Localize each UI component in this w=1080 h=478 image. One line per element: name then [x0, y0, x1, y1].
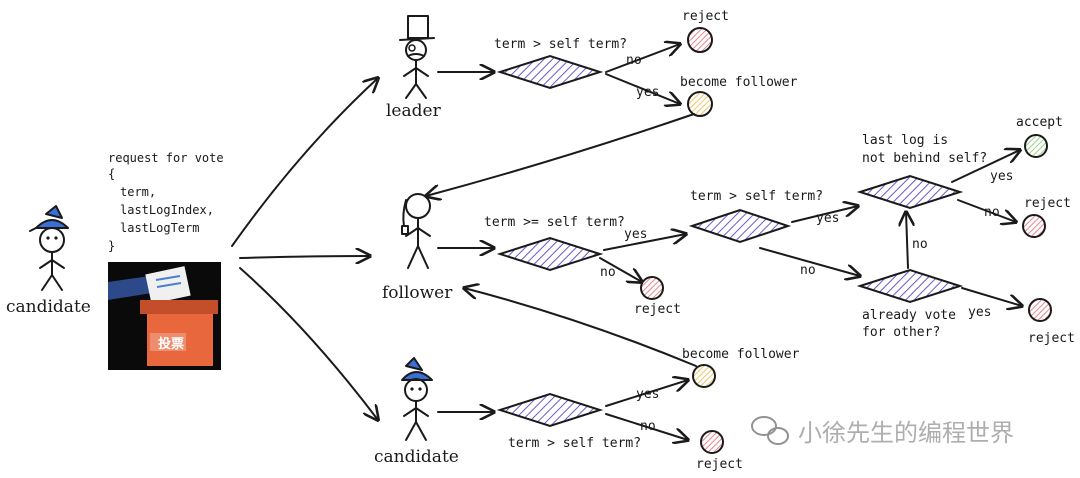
candidate-edge-yes: yes — [636, 387, 659, 402]
request-close-brace: } — [108, 239, 115, 253]
candidate-question: term > self term? — [508, 436, 641, 451]
follower-q3-yes-outcome: accept — [1016, 115, 1063, 130]
role-label-candidate-left: candidate — [6, 297, 91, 317]
request-title: request for vote — [108, 151, 224, 165]
follower-question-4-line1: already vote — [862, 308, 956, 323]
follower-q3-yes: yes — [990, 169, 1013, 184]
leader-outcome-no: reject — [682, 9, 729, 24]
candidate-decision-diamond — [496, 392, 604, 428]
leader-reject-node — [687, 27, 713, 53]
main-arrows — [231, 78, 378, 420]
leader-branch: term > self term? no yes reject become f… — [426, 9, 798, 196]
follower-decision-1 — [496, 236, 604, 272]
ballot-box-image: 投票 — [108, 262, 221, 370]
follower-branch: term >= self term? yes no reject term > … — [437, 115, 1075, 346]
request-field-last-log-term: lastLogTerm — [120, 221, 199, 235]
follower-q1-no-outcome: reject — [634, 302, 681, 317]
candidate-figure-bottom — [401, 357, 433, 441]
leader-figure — [399, 15, 435, 99]
leader-outcome-yes: become follower — [680, 75, 798, 90]
leader-question: term > self term? — [494, 37, 627, 52]
candidate-branch: term > self term? yes no become follower… — [437, 288, 800, 472]
follower-decision-4 — [856, 268, 964, 304]
role-label-follower: follower — [382, 283, 453, 303]
follower-q3-reject-node — [1022, 214, 1046, 238]
leader-become-follower-node — [687, 91, 713, 117]
follower-q4-reject-node — [1028, 298, 1052, 322]
leader-decision-diamond — [496, 54, 604, 90]
follower-question-1: term >= self term? — [484, 215, 625, 230]
follower-q3-no-outcome: reject — [1024, 196, 1071, 211]
follower-question-4-line2: for other? — [862, 325, 940, 340]
follower-q1-no: no — [600, 265, 616, 280]
follower-q1-yes: yes — [624, 227, 647, 242]
follower-q2-no: no — [800, 263, 816, 278]
candidate-reject-node — [700, 430, 724, 454]
candidate-become-follower-node — [692, 364, 716, 388]
wechat-icon — [751, 416, 789, 445]
follower-question-3-line1: last log is — [862, 133, 948, 148]
follower-accept-node — [1024, 134, 1048, 158]
request-field-last-log-index: lastLogIndex, — [120, 203, 214, 217]
role-label-leader: leader — [386, 101, 442, 121]
follower-q4-yes-outcome: reject — [1028, 331, 1075, 346]
follower-figure — [401, 193, 431, 269]
request-open-brace: { — [108, 167, 115, 181]
leader-edge-no: no — [626, 53, 642, 68]
follower-decision-2 — [688, 208, 792, 244]
role-label-candidate-bottom: candidate — [374, 447, 459, 467]
follower-q4-no: no — [912, 237, 928, 252]
request-field-term: term, — [120, 185, 156, 199]
follower-question-3-line2: not behind self? — [862, 151, 987, 166]
watermark: 小徐先生的编程世界 — [751, 416, 1014, 447]
candidate-figure-left — [29, 205, 69, 291]
candidate-outcome-yes: become follower — [682, 347, 800, 362]
candidate-edge-no: no — [640, 419, 656, 434]
leader-edge-yes: yes — [636, 85, 659, 100]
ballot-box-label: 投票 — [158, 336, 184, 352]
watermark-text: 小徐先生的编程世界 — [798, 419, 1014, 447]
follower-decision-3 — [856, 174, 964, 210]
follower-q1-reject-node — [640, 276, 664, 300]
follower-q3-no: no — [984, 205, 1000, 220]
candidate-outcome-no: reject — [696, 457, 743, 472]
follower-question-2: term > self term? — [690, 189, 823, 204]
follower-q4-yes: yes — [968, 305, 991, 320]
follower-q2-yes: yes — [816, 211, 839, 226]
